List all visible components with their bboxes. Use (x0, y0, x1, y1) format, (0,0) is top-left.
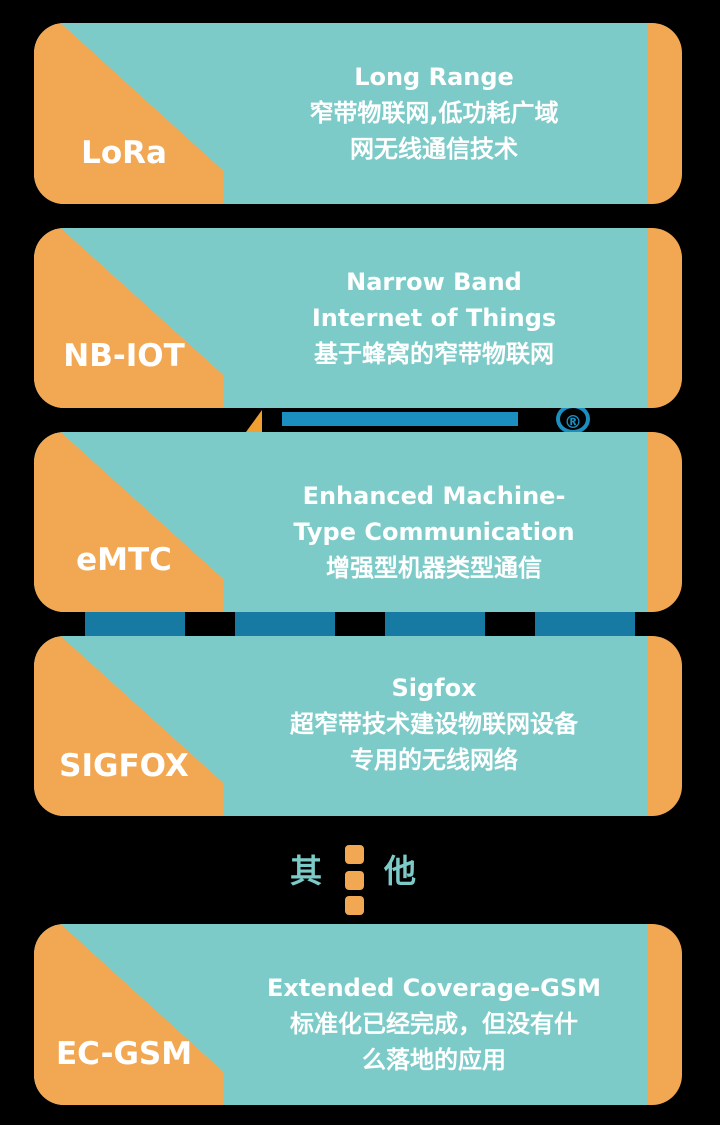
card-nb-iot: NB-IOT Narrow Band Internet of Things 基于… (34, 228, 682, 408)
card-description: Enhanced Machine- Type Communication 增强型… (234, 478, 634, 586)
desc-line: 网无线通信技术 (350, 135, 518, 163)
registered-mark-icon: ® (556, 404, 590, 434)
card-ec-gsm: EC-GSM Extended Coverage-GSM 标准化已经完成，但没有… (34, 924, 682, 1105)
card-description: Sigfox 超窄带技术建设物联网设备 专用的无线网络 (234, 670, 634, 778)
desc-line: 基于蜂窝的窄带物联网 (314, 340, 554, 368)
card-lora: LoRa Long Range 窄带物联网,低功耗广域 网无线通信技术 (34, 23, 682, 204)
card-tag: eMTC (76, 542, 172, 578)
card-emtc: eMTC Enhanced Machine- Type Communicatio… (34, 432, 682, 612)
others-separator: 其 他 (0, 830, 720, 915)
desc-line: 增强型机器类型通信 (326, 554, 542, 582)
desc-line: Type Communication (293, 518, 575, 546)
desc-line: 专用的无线网络 (350, 746, 518, 774)
separator-dot-icon (345, 896, 364, 915)
card-tag: SIGFOX (59, 748, 189, 784)
card-tag: LoRa (81, 135, 167, 171)
desc-line: 么落地的应用 (362, 1046, 506, 1074)
card-tag: NB-IOT (63, 338, 185, 374)
desc-line: 超窄带技术建设物联网设备 (290, 710, 578, 738)
separator-dot-icon (345, 871, 364, 890)
desc-line: 窄带物联网,低功耗广域 (309, 99, 559, 127)
card-tag: EC-GSM (55, 1036, 193, 1072)
desc-line: 标准化已经完成，但没有什 (290, 1010, 578, 1038)
desc-line: Internet of Things (311, 304, 557, 332)
separator-dot-icon (345, 845, 364, 864)
desc-line: Long Range (354, 63, 514, 91)
card-description: Narrow Band Internet of Things 基于蜂窝的窄带物联… (234, 264, 634, 372)
card-sigfox: SIGFOX Sigfox 超窄带技术建设物联网设备 专用的无线网络 (34, 636, 682, 816)
desc-line: Extended Coverage-GSM (266, 974, 602, 1002)
watermark-text-fragments (60, 612, 660, 636)
watermark-bar-shape (282, 412, 518, 426)
watermark-triangle-shape (246, 410, 262, 432)
separator-right-char: 他 (384, 852, 417, 890)
desc-line: Sigfox (391, 674, 477, 702)
card-description: Long Range 窄带物联网,低功耗广域 网无线通信技术 (234, 59, 634, 167)
desc-line: Enhanced Machine- (302, 482, 566, 510)
separator-left-char: 其 (290, 852, 323, 890)
card-description: Extended Coverage-GSM 标准化已经完成，但没有什 么落地的应… (234, 970, 634, 1078)
desc-line: Narrow Band (346, 268, 522, 296)
